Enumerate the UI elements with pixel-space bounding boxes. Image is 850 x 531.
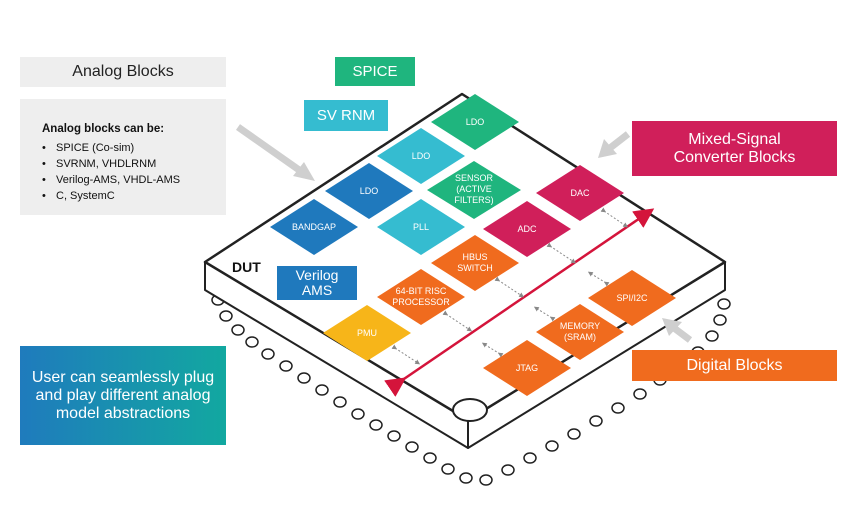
- analog-callout-arrow: [235, 124, 315, 181]
- block-bandgap: BANDGAP: [270, 199, 358, 255]
- block-memory-label-1: MEMORY: [560, 321, 600, 331]
- block-ldo-top: LDO: [431, 94, 519, 150]
- block-sensor-label-3: FILTERS): [454, 195, 493, 205]
- block-spi-label: SPI/I2C: [616, 293, 648, 303]
- spice-badge: SPICE: [335, 57, 415, 86]
- analog-blocks-list: SPICE (Co-sim) SVRNM, VHDLRNM Verilog-AM…: [42, 140, 226, 204]
- mixed-signal-line-1: Mixed-Signal: [688, 130, 781, 148]
- block-memory-label-2: (SRAM): [564, 332, 596, 342]
- block-ldo-mid-label: LDO: [412, 151, 431, 161]
- pin1-marker: [452, 398, 488, 422]
- bus-connectors: [391, 207, 629, 365]
- digital-callout-arrow: [662, 318, 693, 343]
- block-sensor: SENSOR (ACTIVE FILTERS): [427, 161, 521, 219]
- block-hbus-label-2: SWITCH: [457, 263, 493, 273]
- block-ldo-left-label: LDO: [360, 186, 379, 196]
- block-risc-label-2: PROCESSOR: [392, 297, 450, 307]
- sv-rnm-badge-text: SV RNM: [316, 107, 376, 124]
- list-item: Verilog-AMS, VHDL-AMS: [42, 172, 226, 188]
- analog-blocks-list-panel: Analog blocks can be: SPICE (Co-sim) SVR…: [20, 99, 226, 215]
- analog-blocks-title: Analog Blocks: [20, 57, 226, 87]
- block-sensor-label-1: SENSOR: [455, 173, 494, 183]
- block-bandgap-label: BANDGAP: [292, 222, 336, 232]
- analog-blocks-title-text: Analog Blocks: [72, 63, 174, 80]
- block-pmu-label: PMU: [357, 328, 377, 338]
- block-risc-label-1: 64-BIT RISC: [396, 286, 447, 296]
- plug-and-play-text: User can seamlessly plug and play differ…: [31, 368, 215, 422]
- digital-blocks-badge: Digital Blocks: [632, 350, 837, 381]
- list-item: SPICE (Co-sim): [42, 140, 226, 156]
- block-jtag-label: JTAG: [516, 363, 538, 373]
- block-hbus-label-1: HBUS: [462, 252, 487, 262]
- block-dac-label: DAC: [570, 188, 590, 198]
- block-pll-label: PLL: [413, 222, 429, 232]
- sv-rnm-badge: SV RNM: [304, 100, 388, 131]
- list-item: C, SystemC: [42, 188, 226, 204]
- digital-blocks-text: Digital Blocks: [686, 356, 783, 374]
- system-bus-arrow: [384, 208, 655, 397]
- list-item: SVRNM, VHDLRNM: [42, 156, 226, 172]
- mixed-callout-arrow: [598, 131, 631, 158]
- block-dac: DAC: [536, 165, 624, 221]
- mixed-signal-badge: Mixed-Signal Converter Blocks: [632, 121, 837, 176]
- block-adc-label: ADC: [517, 224, 537, 234]
- spice-badge-text: SPICE: [352, 63, 398, 80]
- dut-label: DUT: [232, 259, 261, 275]
- block-ldo-top-label: LDO: [466, 117, 485, 127]
- verilog-ams-line-2: AMS: [301, 282, 333, 298]
- verilog-ams-line-1: Verilog: [295, 267, 339, 283]
- block-sensor-label-2: (ACTIVE: [456, 184, 492, 194]
- block-ldo-left: LDO: [325, 163, 413, 219]
- verilog-ams-badge: Verilog AMS: [277, 266, 357, 300]
- analog-blocks-heading: Analog blocks can be:: [42, 123, 165, 135]
- plug-and-play-note: User can seamlessly plug and play differ…: [20, 346, 226, 445]
- block-ldo-mid: LDO: [377, 128, 465, 184]
- mixed-signal-line-2: Converter Blocks: [673, 148, 796, 166]
